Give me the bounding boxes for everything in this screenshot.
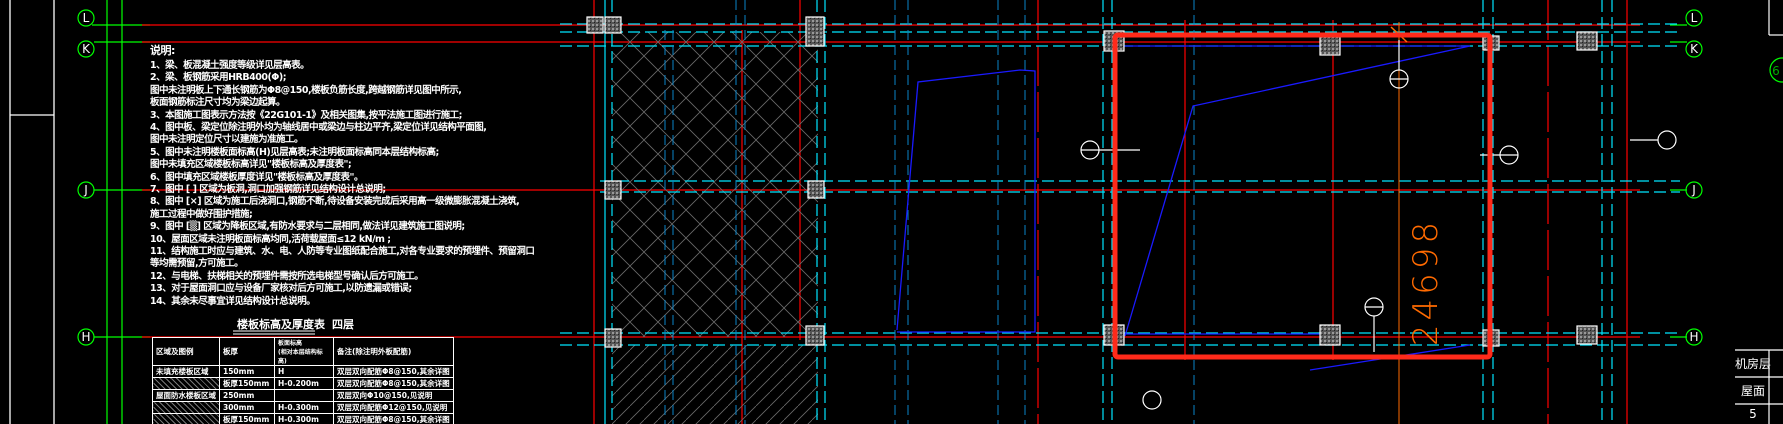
table-header: 区域及图例 (152, 337, 220, 366)
axis-label-right-j: J (1691, 183, 1696, 197)
axis-label-right-h: H (1689, 330, 1698, 344)
table-cell (152, 413, 220, 424)
note-item: 图中未填充区域楼板标高详见"楼板标高及厚度表"; (150, 159, 352, 171)
table-header: 备注(除注明外板配筋) (333, 337, 454, 366)
note-item: 1、梁、板混凝土强度等级详见层高表。 (150, 60, 310, 71)
note-item: 8、图中 [×] 区域为施工后浇洞口,钢筋不断,待设备安装完成后采用高一级微膨胀… (150, 196, 520, 208)
note-item: 3、本图施工图表示方法按《22G101-1》及相关图集,按平法施工图进行施工; (150, 109, 462, 121)
table-cell (152, 377, 220, 390)
table-cell (152, 401, 220, 414)
note-item: 9、图中 [▒] 区域为降板区域,有防水要求与二层相同,做法详见建筑施工图说明; (150, 221, 465, 233)
axis-label-6: 6 (1772, 64, 1780, 78)
table-cell: H-0.300m (274, 413, 334, 424)
axis-bubbles (77, 9, 1783, 346)
table-cell: 150mm (219, 365, 275, 378)
table-cell: H (274, 365, 334, 378)
grid-lines (142, 0, 1640, 424)
columns (586, 16, 1598, 348)
note-item: 10、屋面区域未注明板面标高均同,活荷载屋面≤12 kN/m ; (150, 233, 391, 245)
table-cell: 双层双向Φ10@150,见说明 (333, 389, 454, 402)
note-item: 图中未注明板上下通长钢筋为Φ8@150,楼板负筋长度,跨越钢筋详见图中所示, (150, 84, 462, 96)
axis-label-left-j: J (83, 183, 88, 197)
axis-label-left-l: L (83, 11, 90, 25)
note-item: 4、图中板、梁定位除注明外均为轴线居中或梁边与柱边平齐,梁定位详见结构平面图, (150, 122, 487, 133)
floor-table-cell: 5 (1749, 407, 1757, 421)
note-item: 图中未注明定位尺寸以建施为准施工。 (150, 134, 304, 146)
slab-table-floor: 四层 (332, 318, 354, 331)
floor-table-lines (1735, 0, 1783, 424)
note-item: 12、与电梯、扶梯相关的预埋件需按所选电梯型号确认后方可施工。 (150, 270, 424, 282)
section-markers (1080, 40, 1677, 410)
table-cell: H-0.200m (274, 377, 334, 390)
table-cell (274, 389, 334, 402)
table-cell: 双层双向配筋Φ8@150,其余详图 (333, 377, 454, 390)
secondary-beam-lines (664, 0, 1195, 424)
note-item: 6、图中填充区域楼板厚度详见"楼板标高及厚度表"。 (150, 171, 364, 183)
table-cell: H-0.300m (274, 401, 334, 414)
table-header: 板厚 (219, 337, 275, 366)
table-cell: 板厚150mm (219, 377, 275, 390)
table-header-row: 区域及图例 板厚 板面标高 (相对本层结构标高) 备注(除注明外板配筋) (152, 337, 454, 366)
notes-title: 说明: (150, 44, 175, 57)
axis-label-right-l: L (1691, 11, 1698, 25)
opening-outline (896, 45, 1471, 371)
selection-highlight[interactable] (1112, 32, 1493, 360)
table-cell: 未填充楼板区域 (152, 365, 220, 378)
note-item: 等均需预留,方可施工。 (150, 258, 244, 270)
note-item: 施工过程中做好围护措施; (150, 208, 253, 220)
axis-label-right-k: K (1690, 42, 1699, 56)
slab-table-title: 楼板标高及厚度表 (237, 318, 325, 331)
title-frame (9, 0, 55, 424)
axis-label-left-h: H (81, 330, 90, 344)
axis-labels: L K J H L K J H 6 (81, 11, 1779, 344)
table-cell: 双层双向配筋Φ8@150,其余详图 (333, 413, 454, 424)
note-item: 14、其余未尽事宜详见结构设计总说明。 (150, 295, 316, 307)
table-cell: 屋面防水楼板区域 (152, 389, 220, 402)
note-item: 11、结构施工时应与建筑、水、电、人防等专业图纸配合施工,对各专业要求的预埋件、… (150, 246, 535, 257)
table-cell: 双层双向配筋Φ8@150,其余详图 (333, 365, 454, 378)
table-header: 板面标高 (相对本层结构标高) (274, 337, 334, 366)
dimension-value: 24698 (1406, 217, 1447, 347)
axis-dimension-lines (92, 0, 1687, 424)
note-item: 5、图中未注明楼板面标高(H)见层高表;未注明板面标高同本层结构标高; (150, 146, 439, 158)
hatched-slab-region (612, 32, 818, 337)
table-cell: 板厚150mm (219, 413, 275, 424)
hatched-slab-region (612, 345, 818, 424)
beam-lines (560, 0, 1680, 424)
note-item: 2、梁、板钢筋采用HRB400(Φ); (150, 72, 287, 84)
note-item: 板面钢筋标注尺寸均为梁边起算。 (150, 97, 286, 109)
floor-table-cell: 屋面 (1740, 384, 1765, 398)
floor-table-cell: 机房层 (1735, 357, 1772, 371)
note-item: 7、图中 [ ] 区域为板洞,洞口加强钢筋详见结构设计总说明; (150, 184, 386, 195)
axis-label-left-k: K (82, 42, 91, 56)
table-cell: 300mm (219, 401, 275, 414)
slab-table: 区域及图例 板厚 板面标高 (相对本层结构标高) 备注(除注明外板配筋) 未填充… (152, 337, 454, 424)
table-cell: 250mm (219, 389, 275, 402)
table-cell: 双层双向配筋Φ12@150,见说明 (333, 401, 454, 414)
note-item: 13、对于屋面洞口应与设备厂家核对后方可施工,以防遗漏或错误; (150, 283, 412, 295)
